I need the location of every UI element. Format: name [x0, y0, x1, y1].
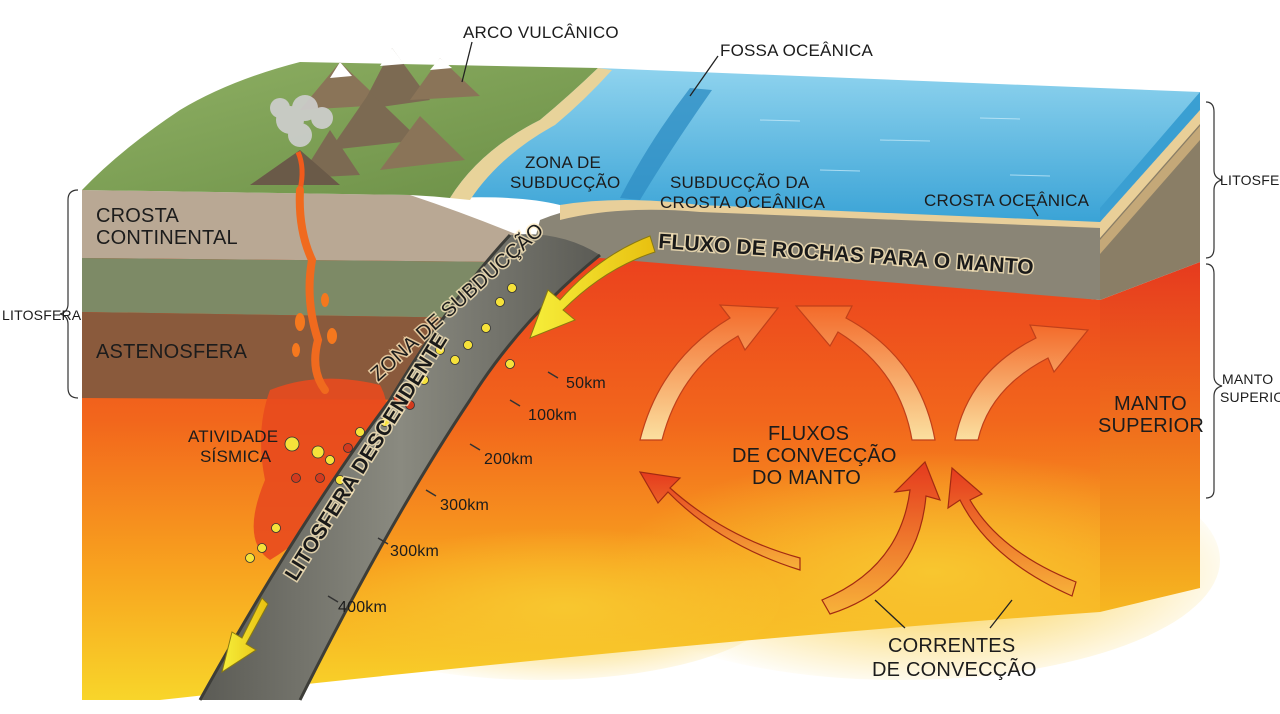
magma-chamber	[253, 378, 387, 560]
label-convection-currents-1: CORRENTES	[888, 635, 1015, 657]
depth-ticks	[327, 371, 559, 603]
right-crust-stripe	[1100, 110, 1200, 238]
currents-leader-2	[989, 599, 1013, 629]
block-right-side	[1100, 262, 1200, 612]
beach	[450, 68, 612, 200]
depth-label: 400km	[338, 599, 387, 616]
depth-label: 300km	[440, 497, 489, 514]
depth-label: 300km	[390, 543, 439, 560]
depth-label: 100km	[528, 407, 577, 424]
label-seismic-activity-2: SÍSMICA	[200, 447, 272, 466]
label-subduction-zone-top-2: SUBDUCÇÃO	[510, 173, 620, 192]
lithosphere-mantle-layer	[82, 258, 512, 318]
mountain-range	[300, 48, 480, 178]
right-crust-stripe-2	[1100, 126, 1200, 254]
label-lithosphere-right: LITOSFERA	[1220, 172, 1280, 188]
label-convection-currents-2: DE CONVECÇÃO	[872, 657, 1037, 681]
label-convection-flows-2: DE CONVECÇÃO	[732, 443, 897, 467]
label-ocean-trench: FOSSA OCEÂNICA	[720, 41, 873, 60]
label-asthenosphere: ASTENOSFERA	[96, 341, 248, 363]
descending-slab	[200, 234, 600, 700]
label-oceanic-subduction-2: CROSTA OCEÂNICA	[660, 193, 826, 212]
volcanic-arc-leader	[461, 41, 473, 83]
label-convection-flows-1: FLUXOS	[768, 423, 849, 445]
left-lithosphere-bracket	[59, 189, 79, 399]
magma-droplets	[292, 293, 337, 357]
right-lithosphere-bracket	[1205, 101, 1223, 259]
currents-leader-1	[874, 599, 906, 629]
label-subduction-zone-top-1: ZONA DE	[525, 153, 601, 172]
label-upper-mantle-face-2: SUPERIOR	[1098, 415, 1204, 437]
convection-arrow-right-up	[954, 324, 1090, 441]
right-mantle-bracket	[1205, 263, 1223, 499]
label-seismic-activity-1: ATIVIDADE	[188, 427, 278, 446]
asthenosphere-layer	[82, 312, 478, 400]
seismic-dot-icon	[245, 283, 517, 563]
magma-conduit	[295, 186, 329, 394]
label-volcanic-arc: ARCO VULCÂNICO	[463, 23, 619, 42]
smoke-plume-icon	[270, 95, 333, 147]
label-continental-crust-1: CROSTA	[96, 205, 180, 227]
depth-label: 200km	[484, 451, 533, 468]
label-oceanic-subduction-1: SUBDUCÇÃO DA	[670, 173, 810, 192]
convection-arrow-center-swirl	[821, 460, 942, 615]
label-convection-flows-3: DO MANTO	[752, 467, 861, 489]
oceanic-lithosphere	[530, 202, 1100, 300]
ocean-trench-surface	[620, 88, 712, 200]
mantle-glow-2	[300, 520, 780, 680]
convection-arrow-left-up	[639, 304, 780, 441]
label-continental-crust-2: CONTINENTAL	[96, 227, 238, 249]
ocean-water-front	[1100, 92, 1200, 222]
convection-arrow-left-down	[638, 471, 801, 571]
wave-lines	[759, 117, 1051, 177]
convection-arrow-center-up	[794, 305, 936, 441]
label-upper-mantle-side-2: SUPERIOR	[1220, 389, 1280, 405]
rock-flow-arrow	[529, 235, 656, 339]
slab-top-edge	[198, 233, 512, 701]
descending-arrow	[221, 597, 269, 674]
label-upper-mantle-side-1: MANTO	[1222, 371, 1273, 387]
convection-arrow-right-down	[947, 466, 1077, 597]
ocean-trench-leader	[689, 55, 719, 97]
label-upper-mantle-face-1: MANTO	[1114, 393, 1187, 415]
continental-crust-layer	[82, 190, 530, 262]
label-oceanic-crust: CROSTA OCEÂNICA	[924, 191, 1090, 210]
depth-label: 50km	[566, 375, 606, 392]
oceanic-crust-leader	[1031, 205, 1039, 217]
label-lithosphere-left: LITOSFERA	[2, 307, 82, 323]
